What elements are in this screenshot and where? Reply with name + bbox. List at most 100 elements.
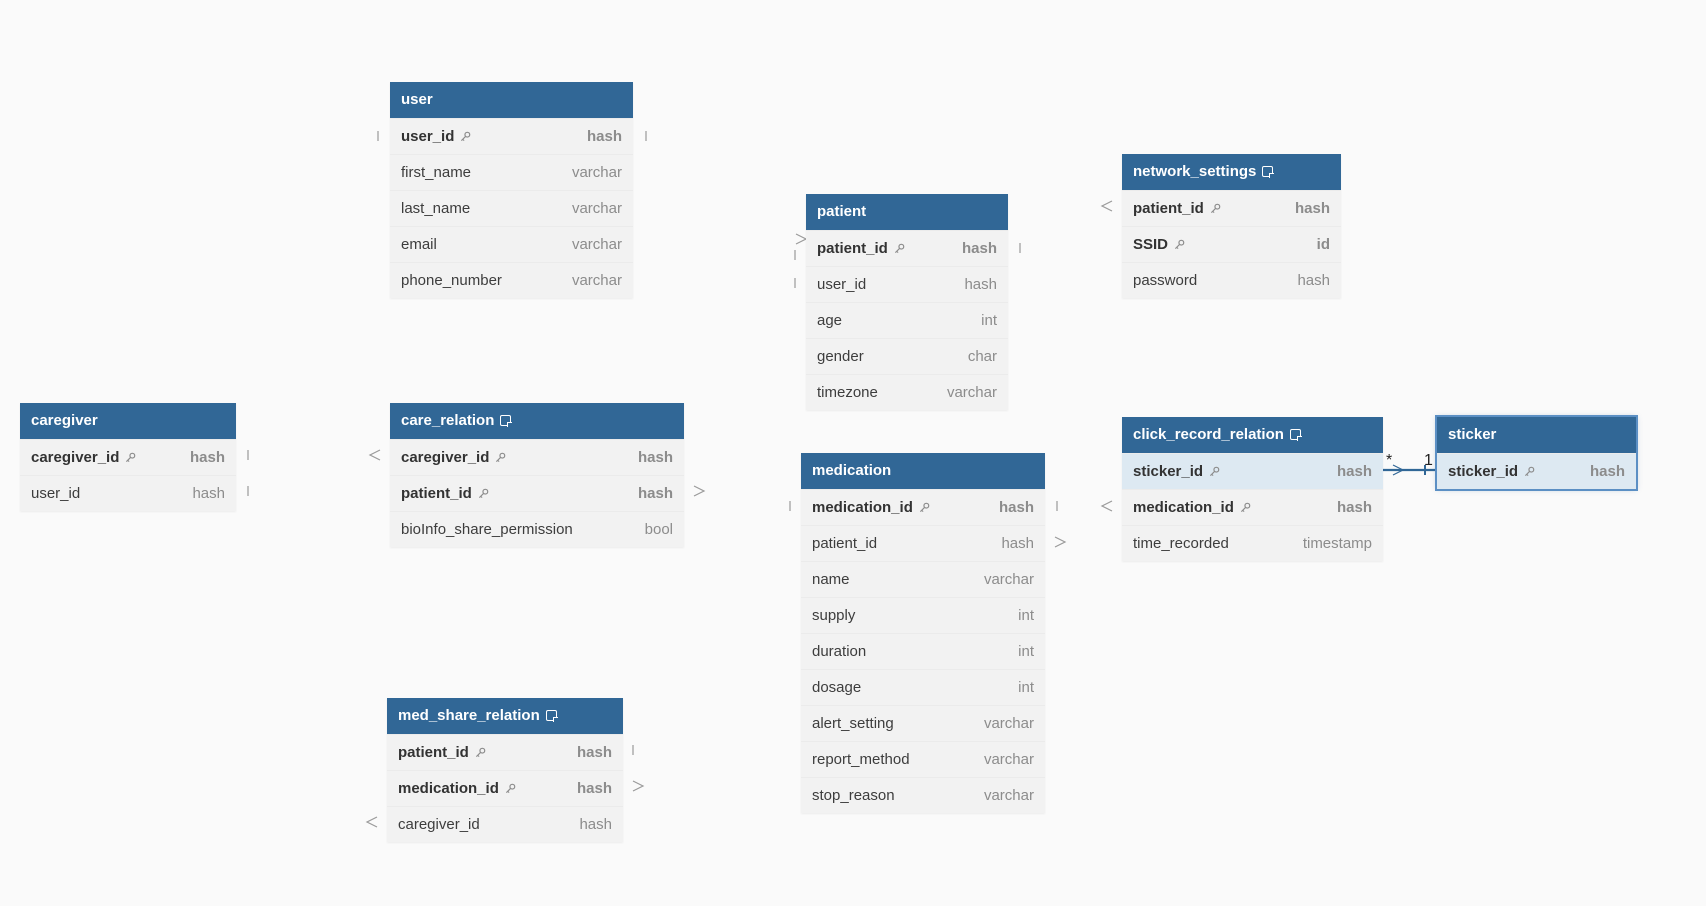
table-header-medication[interactable]: medication bbox=[801, 453, 1045, 489]
field-name-text: email bbox=[401, 236, 437, 253]
key-icon bbox=[454, 128, 471, 145]
table-header-network-settings[interactable]: network_settings bbox=[1122, 154, 1341, 190]
field-name-text: patient_id bbox=[1133, 200, 1204, 217]
note-icon[interactable] bbox=[500, 415, 513, 427]
many-marker[interactable] bbox=[795, 233, 808, 245]
relation-label-one: 1 bbox=[1424, 452, 1433, 469]
field-row-medication-id[interactable]: medication_id hash bbox=[1122, 489, 1383, 525]
table-header-user[interactable]: user bbox=[390, 82, 633, 118]
field-name: caregiver_id bbox=[398, 816, 480, 833]
field-name-text: SSID bbox=[1133, 236, 1169, 253]
table-header-care-relation[interactable]: care_relation bbox=[390, 403, 684, 439]
key-icon bbox=[913, 499, 930, 516]
field-name-text: medication_id bbox=[1133, 499, 1234, 516]
relationship-line[interactable] bbox=[684, 255, 806, 491]
field-name-text: alert_setting bbox=[812, 715, 894, 732]
field-name: medication_id bbox=[398, 780, 516, 797]
table-title: sticker bbox=[1448, 426, 1497, 443]
field-name: patient_id bbox=[398, 744, 486, 761]
field-name: timezone bbox=[817, 384, 878, 401]
note-icon[interactable] bbox=[545, 710, 558, 722]
field-name: dosage bbox=[812, 679, 861, 696]
field-name: bioInfo_share_permission bbox=[401, 521, 573, 538]
relationship-line[interactable] bbox=[1008, 206, 1122, 248]
table-title: medication bbox=[812, 462, 892, 479]
field-name-text: user_id bbox=[817, 276, 867, 293]
field-type: bool bbox=[644, 521, 673, 538]
note-icon[interactable] bbox=[1262, 166, 1275, 178]
many-marker[interactable] bbox=[1100, 200, 1113, 212]
table-header-sticker[interactable]: sticker bbox=[1437, 417, 1636, 453]
key-icon bbox=[489, 449, 506, 466]
many-marker[interactable] bbox=[368, 449, 381, 461]
field-type: hash bbox=[1336, 499, 1372, 516]
field-type: varchar bbox=[571, 236, 622, 253]
many-marker[interactable] bbox=[365, 816, 378, 828]
relationship-line[interactable] bbox=[623, 506, 801, 786]
field-row-bioInfo-share-permission[interactable]: bioInfo_share_permission bool bbox=[390, 511, 684, 547]
table-header-med-share-relation[interactable]: med_share_relation bbox=[387, 698, 623, 734]
relationship-line[interactable] bbox=[300, 455, 387, 822]
field-name-text: patient_id bbox=[401, 485, 472, 502]
many-marker-selected[interactable] bbox=[1392, 464, 1405, 476]
field-type: hash bbox=[1001, 535, 1034, 552]
field-name: password bbox=[1133, 272, 1197, 289]
field-row-email[interactable]: email varchar bbox=[390, 226, 633, 262]
many-marker[interactable] bbox=[632, 780, 645, 792]
relationship-line[interactable] bbox=[1045, 248, 1066, 542]
key-icon bbox=[1518, 463, 1535, 480]
table-header-caregiver[interactable]: caregiver bbox=[20, 403, 236, 439]
many-marker[interactable] bbox=[693, 485, 706, 497]
many-marker[interactable] bbox=[1054, 536, 1067, 548]
note-icon[interactable] bbox=[1289, 429, 1302, 441]
field-type: timestamp bbox=[1302, 535, 1372, 552]
table-header-patient[interactable]: patient bbox=[806, 194, 1008, 230]
many-marker[interactable] bbox=[1100, 500, 1113, 512]
relationship-line[interactable] bbox=[633, 136, 806, 283]
field-type: hash bbox=[998, 499, 1034, 516]
relationship-line[interactable] bbox=[236, 136, 390, 491]
table-header-click-record-relation[interactable]: click_record_relation bbox=[1122, 417, 1383, 453]
